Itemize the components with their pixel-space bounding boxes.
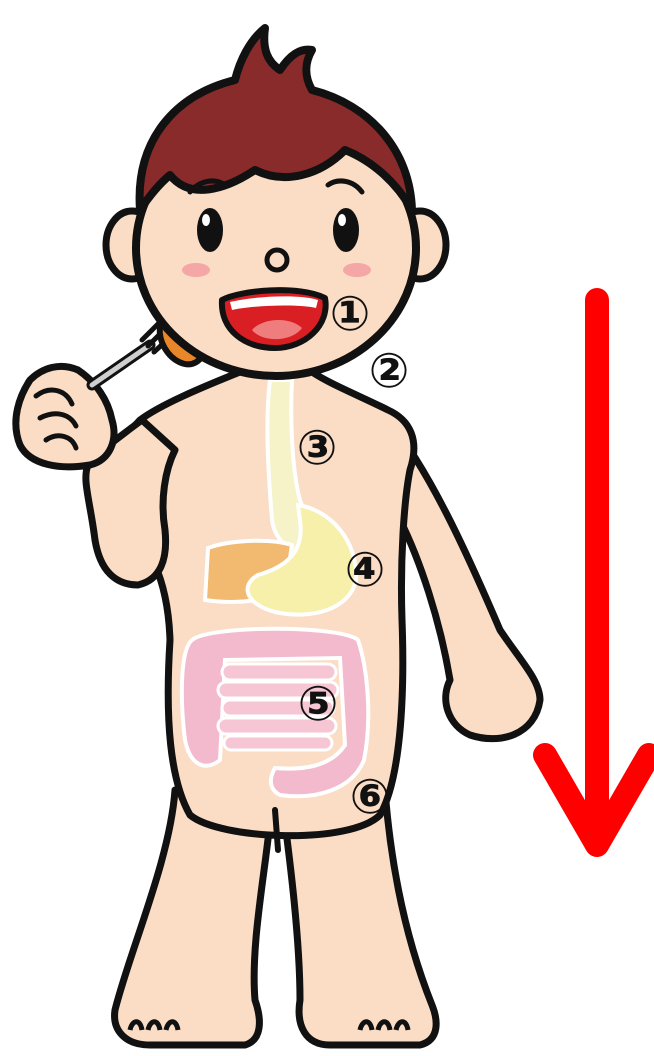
nose (267, 250, 287, 270)
marker-4: ④ (345, 542, 386, 598)
right-eye (333, 208, 359, 252)
marker-3: ③ (297, 420, 338, 476)
marker-6: ⑥ (350, 769, 391, 825)
marker-1: ① (330, 286, 371, 342)
marker-2: ② (369, 343, 410, 399)
marker-5: ⑤ (298, 676, 339, 732)
left-eye (197, 208, 223, 252)
down-arrow-icon (545, 300, 649, 845)
